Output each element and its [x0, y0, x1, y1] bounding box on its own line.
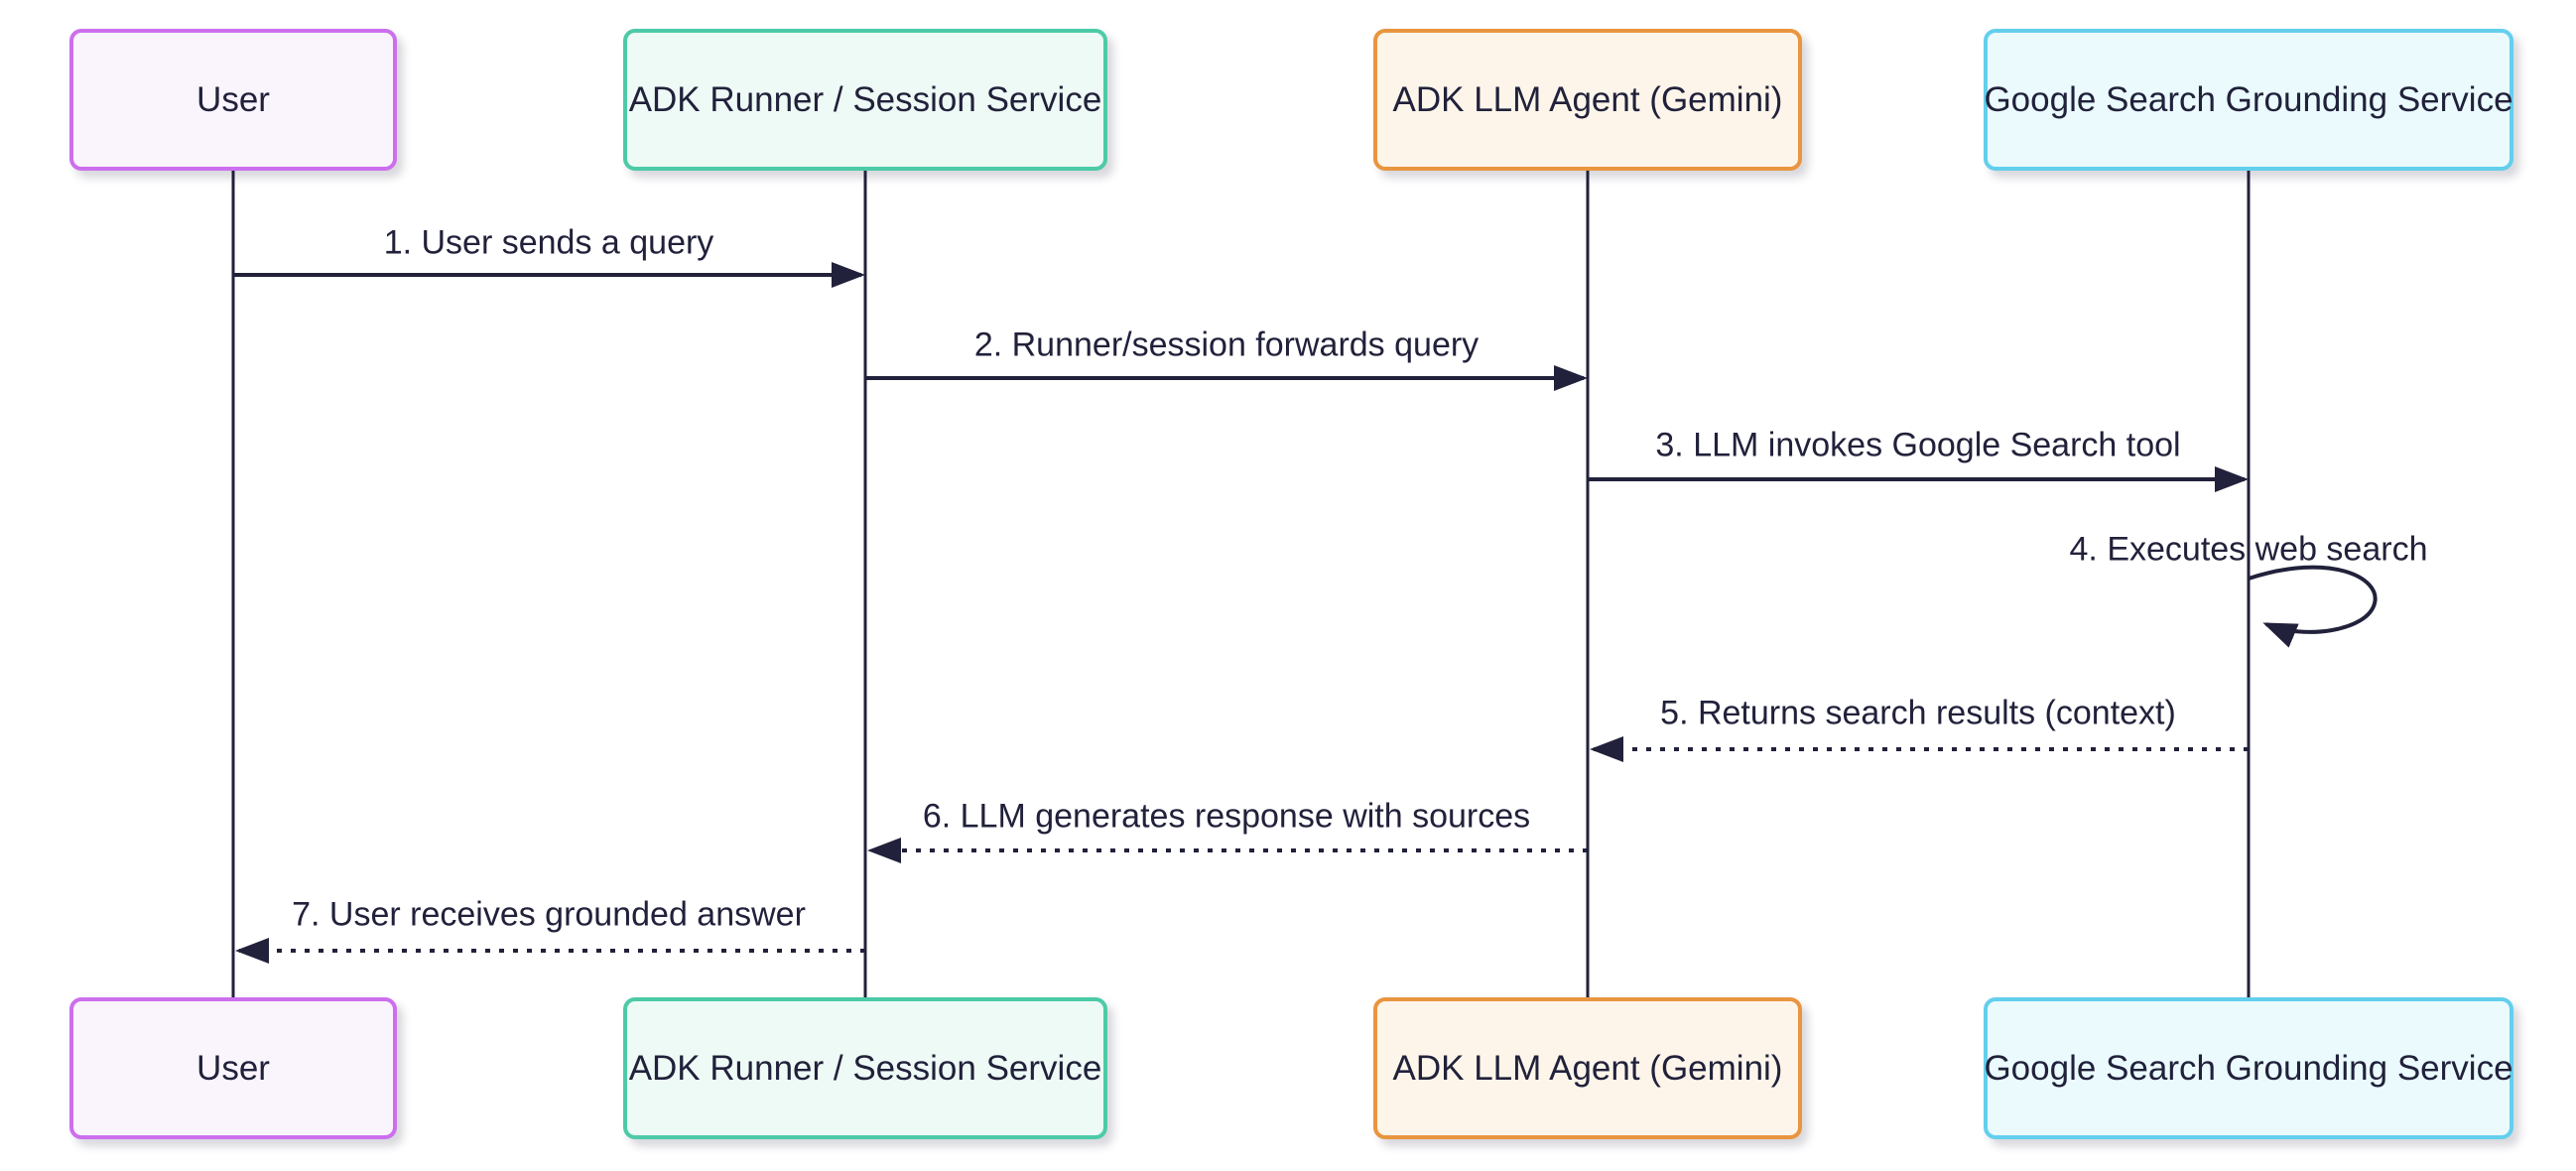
actor-google-top: Google Search Grounding Service	[1984, 29, 2513, 171]
actor-agent-bottom-label: ADK LLM Agent (Gemini)	[1392, 1048, 1783, 1088]
actor-runner-bottom: ADK Runner / Session Service	[623, 997, 1107, 1139]
actor-google-bottom: Google Search Grounding Service	[1984, 997, 2513, 1139]
actor-google-top-label: Google Search Grounding Service	[1984, 79, 2513, 119]
message-label-2: 2. Runner/session forwards query	[973, 325, 1480, 364]
message-label-4: 4. Executes web search	[2069, 530, 2428, 569]
message-label-5: 5. Returns search results (context)	[1660, 694, 2176, 732]
actor-google-bottom-label: Google Search Grounding Service	[1984, 1048, 2513, 1088]
actor-user-bottom: User	[69, 997, 397, 1139]
actor-runner-top-label: ADK Runner / Session Service	[628, 79, 1102, 119]
actor-runner-bottom-label: ADK Runner / Session Service	[628, 1048, 1102, 1088]
actor-agent-bottom: ADK LLM Agent (Gemini)	[1373, 997, 1802, 1139]
message-self-loop-4	[2248, 565, 2378, 648]
message-label-1: 1. User sends a query	[383, 223, 714, 262]
actor-user-top: User	[69, 29, 397, 171]
message-label-6: 6. LLM generates response with sources	[922, 797, 1531, 836]
actor-agent-top: ADK LLM Agent (Gemini)	[1373, 29, 1802, 171]
actor-runner-top: ADK Runner / Session Service	[623, 29, 1107, 171]
actor-user-bottom-label: User	[196, 1048, 270, 1088]
actor-user-top-label: User	[196, 79, 270, 119]
message-label-7: 7. User receives grounded answer	[292, 895, 806, 934]
message-label-3: 3. LLM invokes Google Search tool	[1655, 426, 2181, 464]
actor-agent-top-label: ADK LLM Agent (Gemini)	[1392, 79, 1783, 119]
